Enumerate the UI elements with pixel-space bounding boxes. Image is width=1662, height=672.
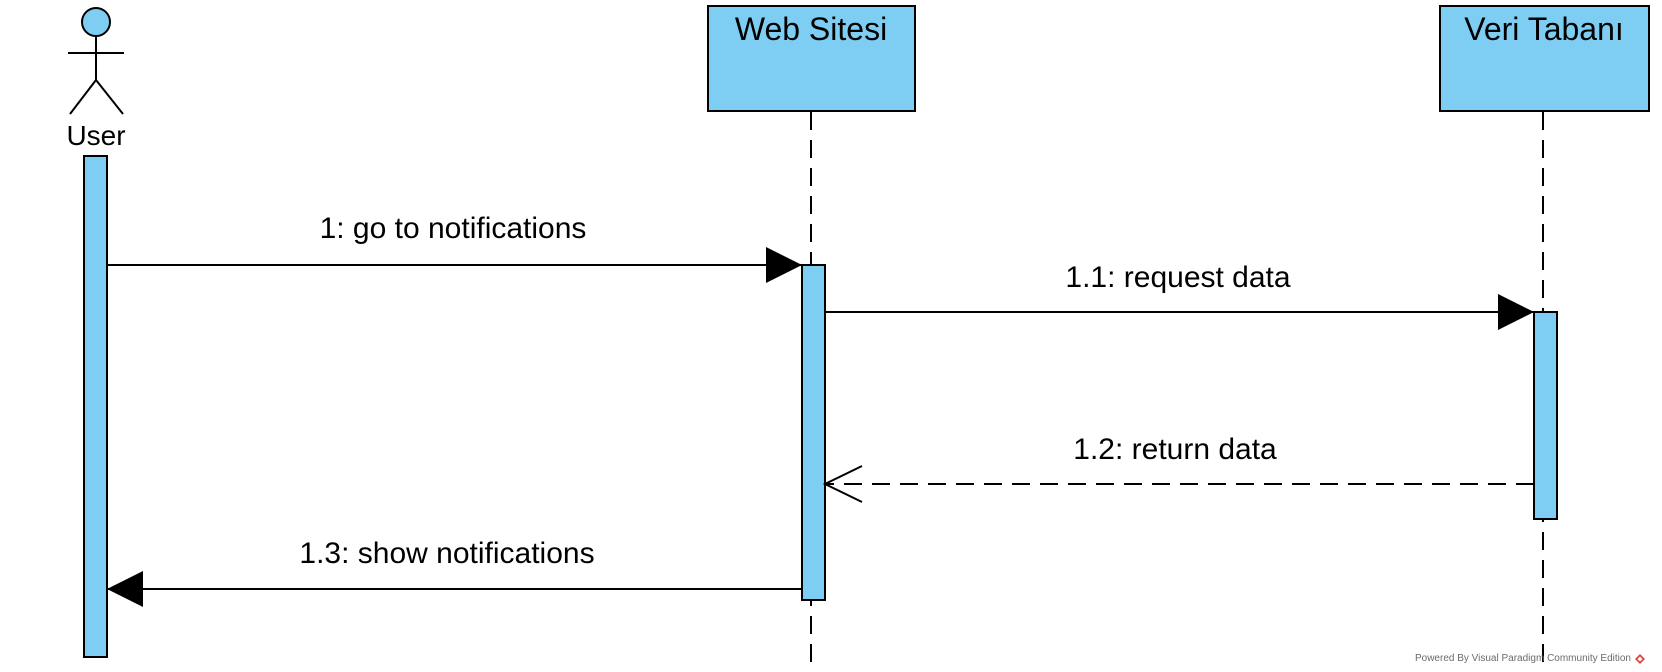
message-return-data[interactable]: 1.2: return data: [822, 433, 1534, 503]
visual-paradigm-logo-icon: [1635, 653, 1645, 664]
message-label: 1: go to notifications: [320, 212, 587, 245]
veri-tabani-activation-bar: [1533, 311, 1558, 520]
open-arrowhead-icon: [822, 465, 863, 503]
web-sitesi-activation-bar: [801, 264, 826, 601]
message-label: 1.2: return data: [1073, 433, 1277, 466]
user-activation-bar: [83, 155, 108, 658]
message-label: 1.3: show notifications: [299, 537, 594, 570]
lifeline-veri-tabani-name: Veri Tabanı: [1464, 11, 1624, 47]
lifeline-veri-tabani[interactable]: Veri Tabanı: [1439, 5, 1650, 672]
message-request-data[interactable]: 1.1: request data: [825, 261, 1534, 330]
watermark: Powered By Visual Paradigm Community Edi…: [1415, 653, 1645, 664]
message-show-notifications[interactable]: 1.3: show notifications: [107, 537, 802, 607]
actor-figure-icon: [68, 7, 124, 115]
lifeline-web-sitesi-name: Web Sitesi: [735, 11, 887, 47]
watermark-text: Powered By Visual Paradigm Community Edi…: [1414, 653, 1631, 664]
lifeline-veri-tabani-header: [1439, 5, 1650, 112]
message-label: 1.1: request data: [1065, 261, 1290, 294]
lifeline-web-sitesi[interactable]: Web Sitesi: [707, 5, 916, 672]
actor-name: User: [66, 120, 125, 151]
message-go-to-notifications[interactable]: 1: go to notifications: [107, 212, 802, 283]
actor-user[interactable]: User: [66, 7, 126, 151]
lifeline-web-sitesi-header: [707, 5, 916, 112]
